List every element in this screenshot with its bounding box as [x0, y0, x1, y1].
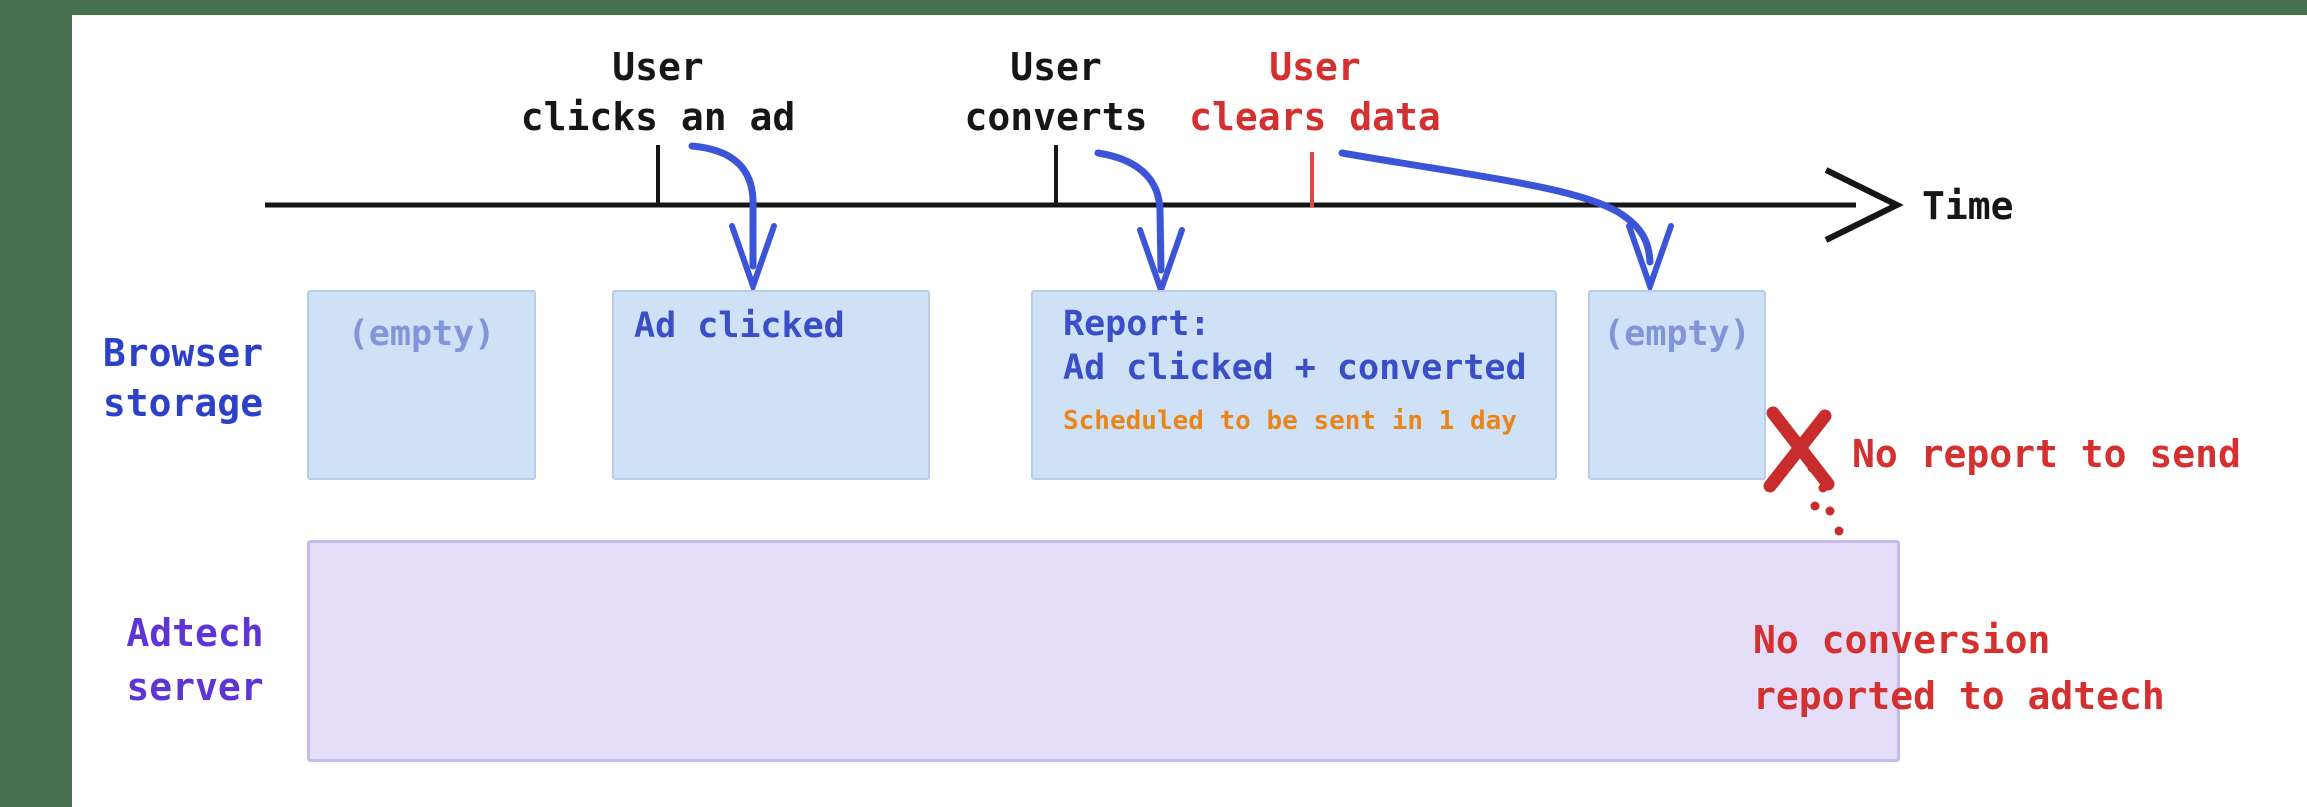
row-label-line: Browser — [102, 331, 264, 375]
report-title: Report: — [1063, 304, 1211, 344]
frame-top-border — [0, 0, 2307, 15]
storage-box-ad-clicked: Ad clicked — [612, 290, 930, 480]
storage-box-text: (empty) — [347, 314, 496, 354]
no-conversion-line: No conversion — [1753, 618, 2051, 662]
arrow-click-to-storage-icon — [688, 142, 777, 296]
no-conversion-annotation: No conversion reported to adtech — [1753, 612, 2165, 724]
storage-box-empty-1: (empty) — [307, 290, 536, 480]
storage-box-empty-2: (empty) — [1588, 290, 1766, 480]
event-label-line: clears data — [1189, 95, 1441, 139]
adtech-server-row-label: Adtech server — [90, 606, 300, 714]
row-label-line: server — [126, 665, 264, 709]
event-label-user-clears-data: User clears data — [1165, 42, 1465, 142]
arrow-clear-to-storage-icon — [1338, 149, 1674, 296]
storage-box-report: Report: Ad clicked + converted Scheduled… — [1031, 290, 1557, 480]
blocked-x-icon — [1763, 406, 1835, 493]
event-label-user-converts: User converts — [906, 42, 1206, 142]
time-axis-arrowhead-icon — [1824, 167, 1904, 243]
report-detail: Ad clicked + converted — [1063, 348, 1527, 388]
frame-left-border — [0, 0, 72, 807]
event-label-user-clicks-ad: User clicks an ad — [508, 42, 808, 142]
event-label-line: clicks an ad — [520, 95, 796, 139]
browser-storage-row-label: Browser storage — [78, 328, 288, 428]
event-label-line: User — [612, 45, 704, 89]
event-label-line: User — [1010, 45, 1102, 89]
report-schedule-note: Scheduled to be sent in 1 day — [1063, 406, 1517, 436]
row-label-line: Adtech — [126, 611, 264, 655]
no-conversion-line: reported to adtech — [1753, 674, 2165, 718]
event-label-line: converts — [964, 95, 1148, 139]
adtech-server-box — [307, 540, 1900, 762]
storage-box-text: Ad clicked — [634, 306, 845, 346]
arrow-convert-to-storage-icon — [1094, 149, 1185, 300]
row-label-line: storage — [102, 381, 264, 425]
no-report-annotation: No report to send — [1852, 432, 2241, 476]
storage-box-text: (empty) — [1603, 314, 1751, 354]
event-label-line: User — [1269, 45, 1361, 89]
time-axis-label: Time — [1922, 184, 2014, 228]
